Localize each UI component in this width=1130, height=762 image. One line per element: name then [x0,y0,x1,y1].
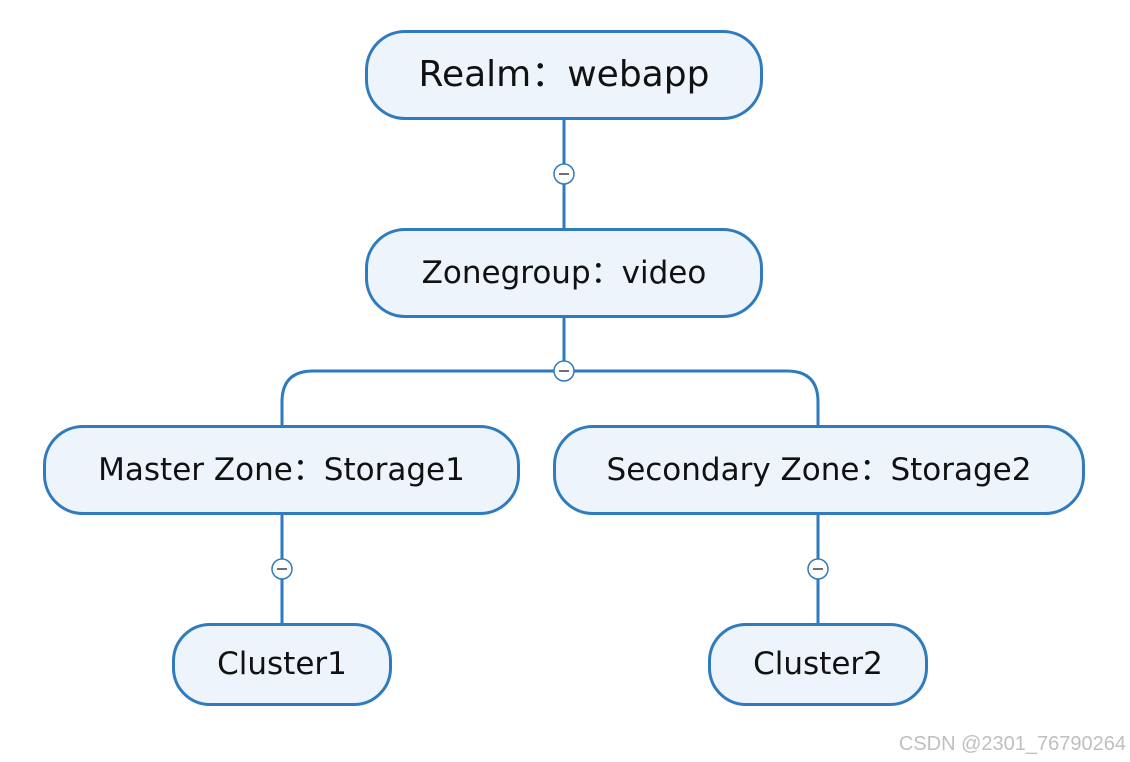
cluster1-node-label: Cluster1 [217,646,347,682]
minus-circle-icon [271,558,293,580]
collapse-secondary-zone-branch-control[interactable] [807,558,829,580]
zonegroup-master-branch [280,369,566,427]
collapse-master-zone-branch-control[interactable] [271,558,293,580]
collapse-zonegroup-branch-control[interactable] [553,360,575,382]
minus-circle-icon [807,558,829,580]
minus-circle-icon [553,163,575,185]
secondary-zone-node-label: Secondary Zone：Storage2 [606,451,1032,488]
cluster1-node[interactable]: Cluster1 [172,623,392,706]
cluster2-node-label: Cluster2 [753,646,883,682]
zonegroup-node-label: Zonegroup：video [421,254,707,291]
cluster2-node[interactable]: Cluster2 [708,623,928,706]
realm-node[interactable]: Realm：webapp [365,30,763,120]
minus-circle-icon [553,360,575,382]
master-zone-node[interactable]: Master Zone：Storage1 [43,425,520,515]
collapse-realm-branch-control[interactable] [553,163,575,185]
realm-node-label: Realm：webapp [418,54,710,95]
master-zone-node-label: Master Zone：Storage1 [98,451,465,488]
zonegroup-secondary-branch [562,369,820,427]
zonegroup-node[interactable]: Zonegroup：video [365,228,763,318]
secondary-zone-node[interactable]: Secondary Zone：Storage2 [553,425,1085,515]
csdn-watermark: CSDN @2301_76790264 [898,733,1126,755]
